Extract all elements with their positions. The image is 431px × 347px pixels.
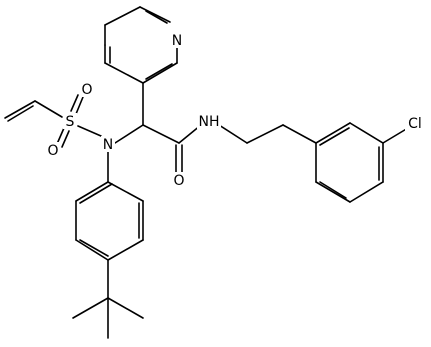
bond <box>349 181 384 203</box>
atom-label-layer: N S O O N O NH Cl <box>46 32 425 189</box>
bond <box>145 10 168 24</box>
bond <box>349 122 384 144</box>
bond-layer <box>4 6 409 339</box>
bond <box>114 124 144 144</box>
bond <box>142 124 180 144</box>
bond <box>218 124 248 144</box>
bond <box>75 239 109 261</box>
svg-text:S: S <box>66 114 75 130</box>
double-bond <box>139 6 171 23</box>
double-bond <box>56 127 65 145</box>
bond <box>107 239 144 261</box>
bond <box>319 127 350 146</box>
bond <box>315 122 351 144</box>
svg-text:O: O <box>173 173 184 189</box>
sulfonamide-nitrogen: N <box>101 136 115 153</box>
double-bond <box>142 62 178 84</box>
bond <box>107 297 144 319</box>
svg-text:O: O <box>81 82 92 98</box>
double-bond <box>7 105 34 122</box>
svg-text:O: O <box>47 143 58 159</box>
sulfur-atom: S <box>63 113 77 130</box>
bond <box>104 6 141 26</box>
bond <box>282 124 317 144</box>
svg-text:N: N <box>172 33 182 49</box>
bond <box>315 181 351 203</box>
sulfonyl-oxygen-top: O <box>80 81 94 98</box>
bond <box>104 62 144 84</box>
svg-text:N: N <box>103 137 113 153</box>
carbonyl-oxygen: O <box>172 172 186 189</box>
bond <box>75 181 109 202</box>
bond <box>145 63 173 80</box>
bond <box>107 181 144 202</box>
bond <box>34 100 63 118</box>
bond <box>72 297 109 319</box>
bond <box>77 125 102 137</box>
double-bond <box>70 94 79 112</box>
double-bond <box>4 100 36 119</box>
chlorine-atom: Cl <box>405 115 425 132</box>
pyridine-nitrogen: N <box>170 32 184 49</box>
svg-text:NH: NH <box>199 114 220 130</box>
double-bond <box>61 130 70 148</box>
double-bond <box>75 96 84 115</box>
svg-text:Cl: Cl <box>408 116 422 132</box>
bond <box>319 181 347 199</box>
bond <box>79 239 109 257</box>
bond <box>246 124 284 144</box>
sulfonyl-oxygen-bottom: O <box>46 142 60 159</box>
bond <box>79 183 113 204</box>
bond <box>382 127 409 144</box>
amide-nitrogen: NH <box>197 113 221 130</box>
